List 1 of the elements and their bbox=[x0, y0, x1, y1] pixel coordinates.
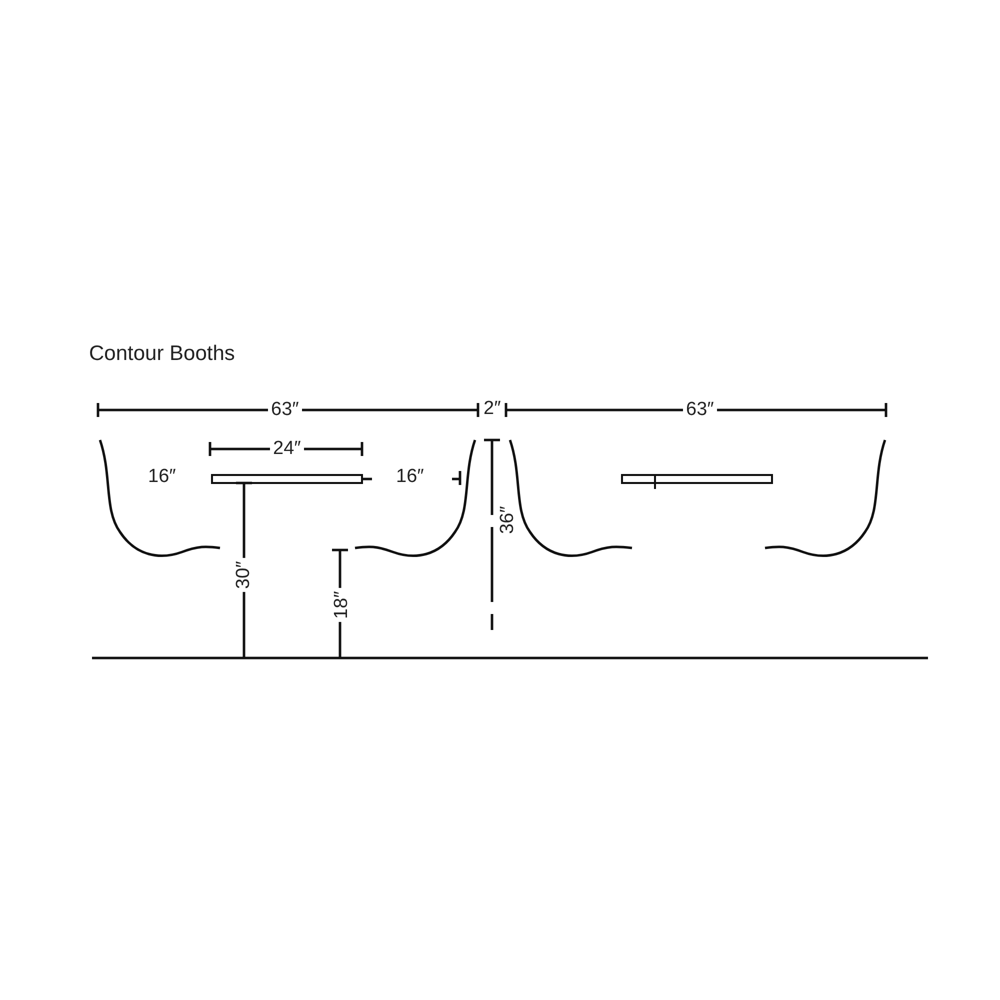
dimension-text: 36″ bbox=[496, 505, 519, 536]
